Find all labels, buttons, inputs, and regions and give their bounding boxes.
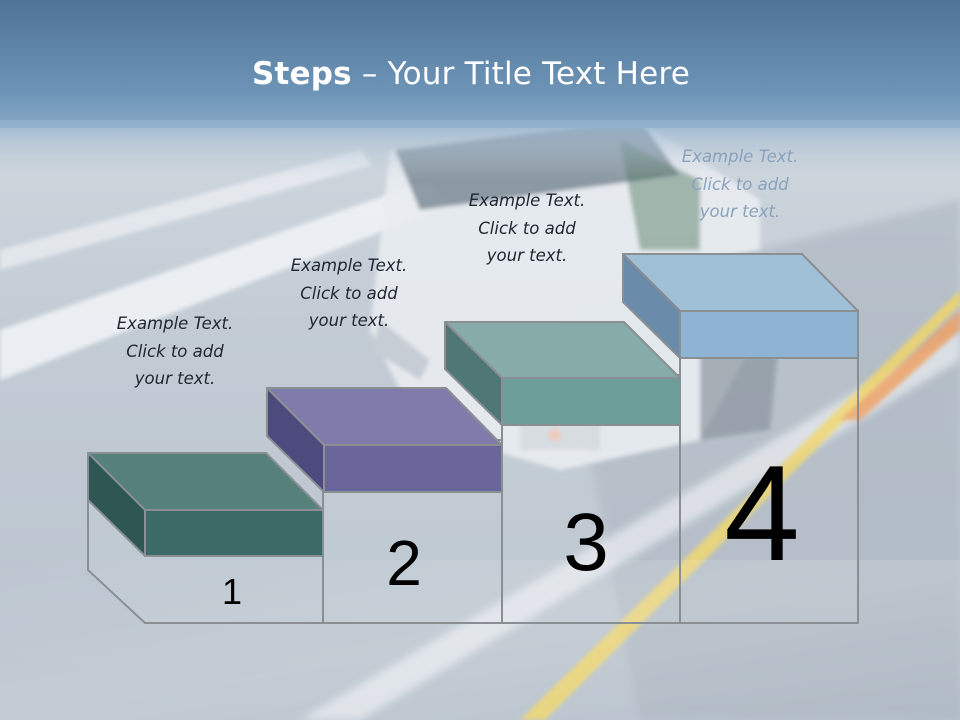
step-3-caption-line1: Example Text. bbox=[468, 191, 586, 210]
step-3-front bbox=[501, 377, 681, 426]
step-4-front bbox=[679, 310, 859, 359]
step-1-caption[interactable]: Example Text. Click to add your text. bbox=[80, 310, 270, 393]
step-2-caption-line1: Example Text. bbox=[290, 256, 408, 275]
step-1-caption-line1: Example Text. bbox=[116, 314, 234, 333]
slide-title[interactable]: Steps – Your Title Text Here bbox=[0, 52, 942, 96]
step-1-block[interactable] bbox=[87, 452, 324, 557]
step-4-number: 4 bbox=[724, 437, 800, 589]
step-1-front bbox=[144, 509, 324, 557]
step-3-block[interactable] bbox=[444, 321, 681, 426]
step-1-caption-line2: Click to add bbox=[126, 341, 224, 361]
title-bold-word: Steps bbox=[251, 56, 352, 92]
step-4-block[interactable] bbox=[622, 253, 859, 359]
step-2-number: 2 bbox=[386, 527, 422, 599]
title-rest: – Your Title Text Here bbox=[351, 56, 690, 92]
step-1-number: 1 bbox=[222, 571, 242, 612]
step-2-front bbox=[323, 444, 503, 493]
step-4-caption-line3: your text. bbox=[699, 202, 781, 221]
step-4-caption-line1: Example Text. bbox=[681, 147, 799, 166]
step-4-caption-line2: Click to add bbox=[691, 174, 789, 194]
step-2-caption[interactable]: Example Text. Click to add your text. bbox=[254, 252, 444, 335]
step-1-caption-line3: your text. bbox=[134, 369, 216, 388]
step-4-caption[interactable]: Example Text. Click to add your text. bbox=[645, 143, 835, 226]
step-3-caption-line2: Click to add bbox=[478, 218, 576, 238]
step-3-caption-line3: your text. bbox=[486, 246, 568, 265]
step-2-caption-line2: Click to add bbox=[300, 283, 398, 303]
step-2-caption-line3: your text. bbox=[308, 311, 390, 330]
step-3-number: 3 bbox=[563, 497, 609, 588]
step-2-block[interactable] bbox=[266, 387, 503, 493]
step-3-caption[interactable]: Example Text. Click to add your text. bbox=[432, 187, 622, 270]
